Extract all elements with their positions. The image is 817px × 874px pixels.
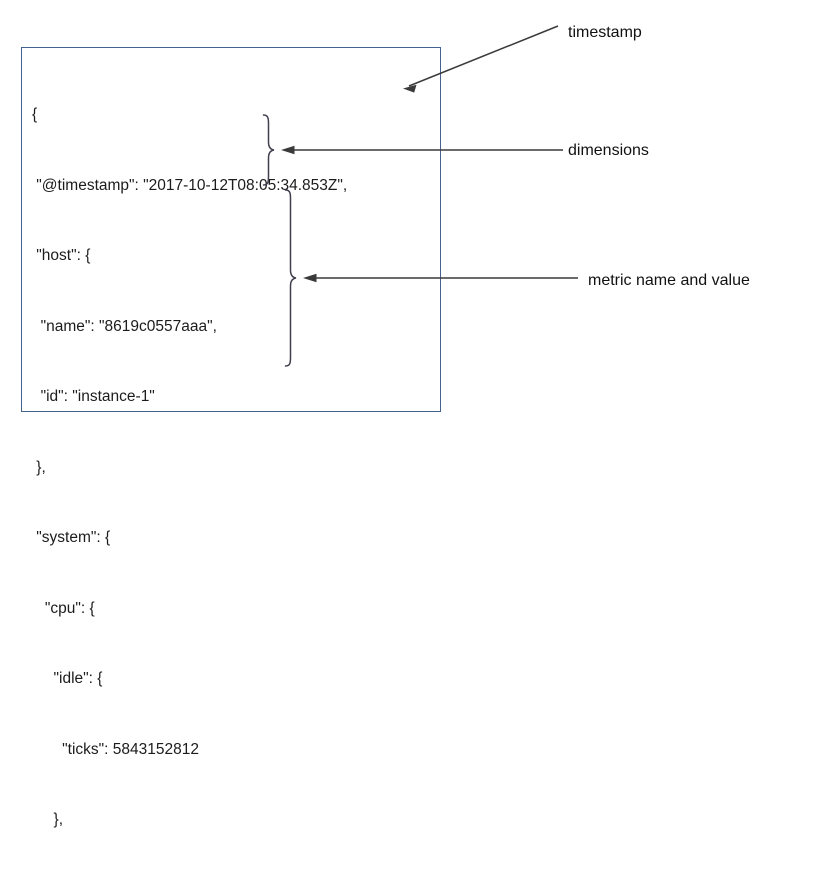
json-document-text: { "@timestamp": "2017-10-12T08:05:34.853… xyxy=(32,56,347,874)
annotation-label-dimensions: dimensions xyxy=(568,142,649,159)
json-line-ticks: "ticks": 5843152812 xyxy=(32,740,199,758)
json-line-timestamp: "@timestamp": "2017-10-12T08:05:34.853Z"… xyxy=(32,176,348,194)
annotation-label-timestamp: timestamp xyxy=(568,24,642,41)
json-line-host-open: "host": { xyxy=(32,247,91,264)
json-line-host-close: }, xyxy=(32,458,46,476)
json-line-cpu-open: "cpu": { xyxy=(32,599,95,617)
json-line-idle-close: }, xyxy=(32,811,64,828)
json-line-host-id: "id": "instance-1" xyxy=(32,388,155,405)
json-line: { xyxy=(32,106,38,123)
diagram-canvas: { "@timestamp": "2017-10-12T08:05:34.853… xyxy=(21,24,750,828)
json-line-host-name: "name": "8619c0557aaa", xyxy=(32,317,217,335)
json-line-system-open: "system": { xyxy=(32,529,111,546)
json-line-idle-open: "idle": { xyxy=(32,670,103,687)
annotation-label-metric: metric name and value xyxy=(588,272,750,289)
json-document-box: { "@timestamp": "2017-10-12T08:05:34.853… xyxy=(21,47,441,828)
